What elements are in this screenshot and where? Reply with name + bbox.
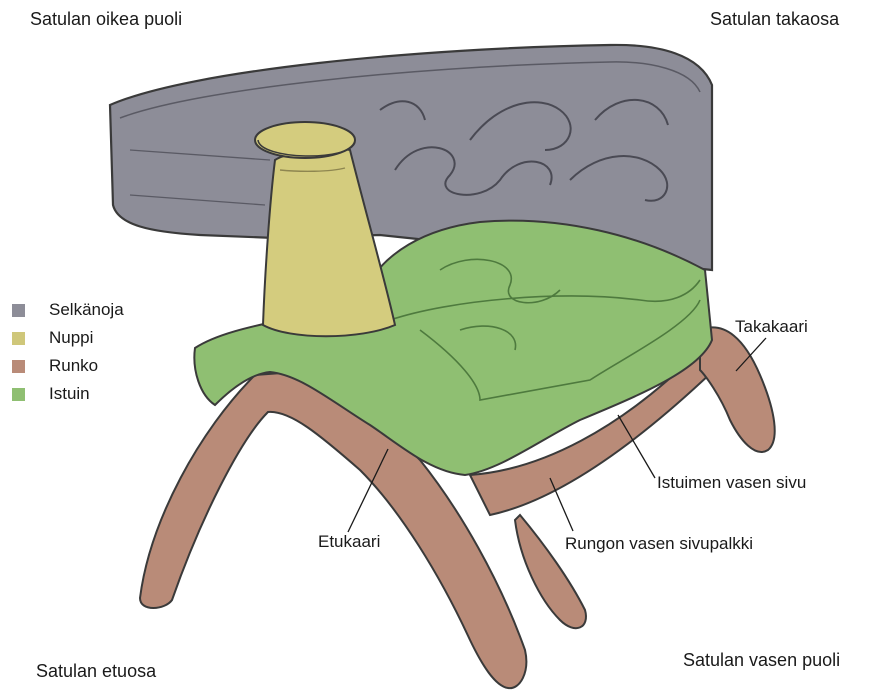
callout-rungon-vasen-sivupalkki: Rungon vasen sivupalkki [565,535,753,552]
legend-item-selkanoja: Selkänoja [10,296,124,324]
legend-label: Selkänoja [49,300,124,320]
label-left-side: Satulan vasen puoli [683,651,840,669]
legend-item-istuin: Istuin [10,380,124,408]
legend-swatch [12,360,25,373]
label-right-side: Satulan oikea puoli [30,10,182,28]
legend-label: Nuppi [49,328,93,348]
label-back: Satulan takaosa [710,10,839,28]
callout-takakaari: Takakaari [735,318,808,335]
legend-item-runko: Runko [10,352,124,380]
callout-istuimen-vasen-sivu: Istuimen vasen sivu [657,474,806,491]
legend: Selkänoja Nuppi Runko Istuin [10,296,124,408]
legend-swatch [12,388,25,401]
legend-label: Runko [49,356,98,376]
label-front: Satulan etuosa [36,662,156,680]
callout-etukaari: Etukaari [318,533,380,550]
legend-swatch [12,304,25,317]
legend-item-nuppi: Nuppi [10,324,124,352]
legend-label: Istuin [49,384,90,404]
legend-swatch [12,332,25,345]
